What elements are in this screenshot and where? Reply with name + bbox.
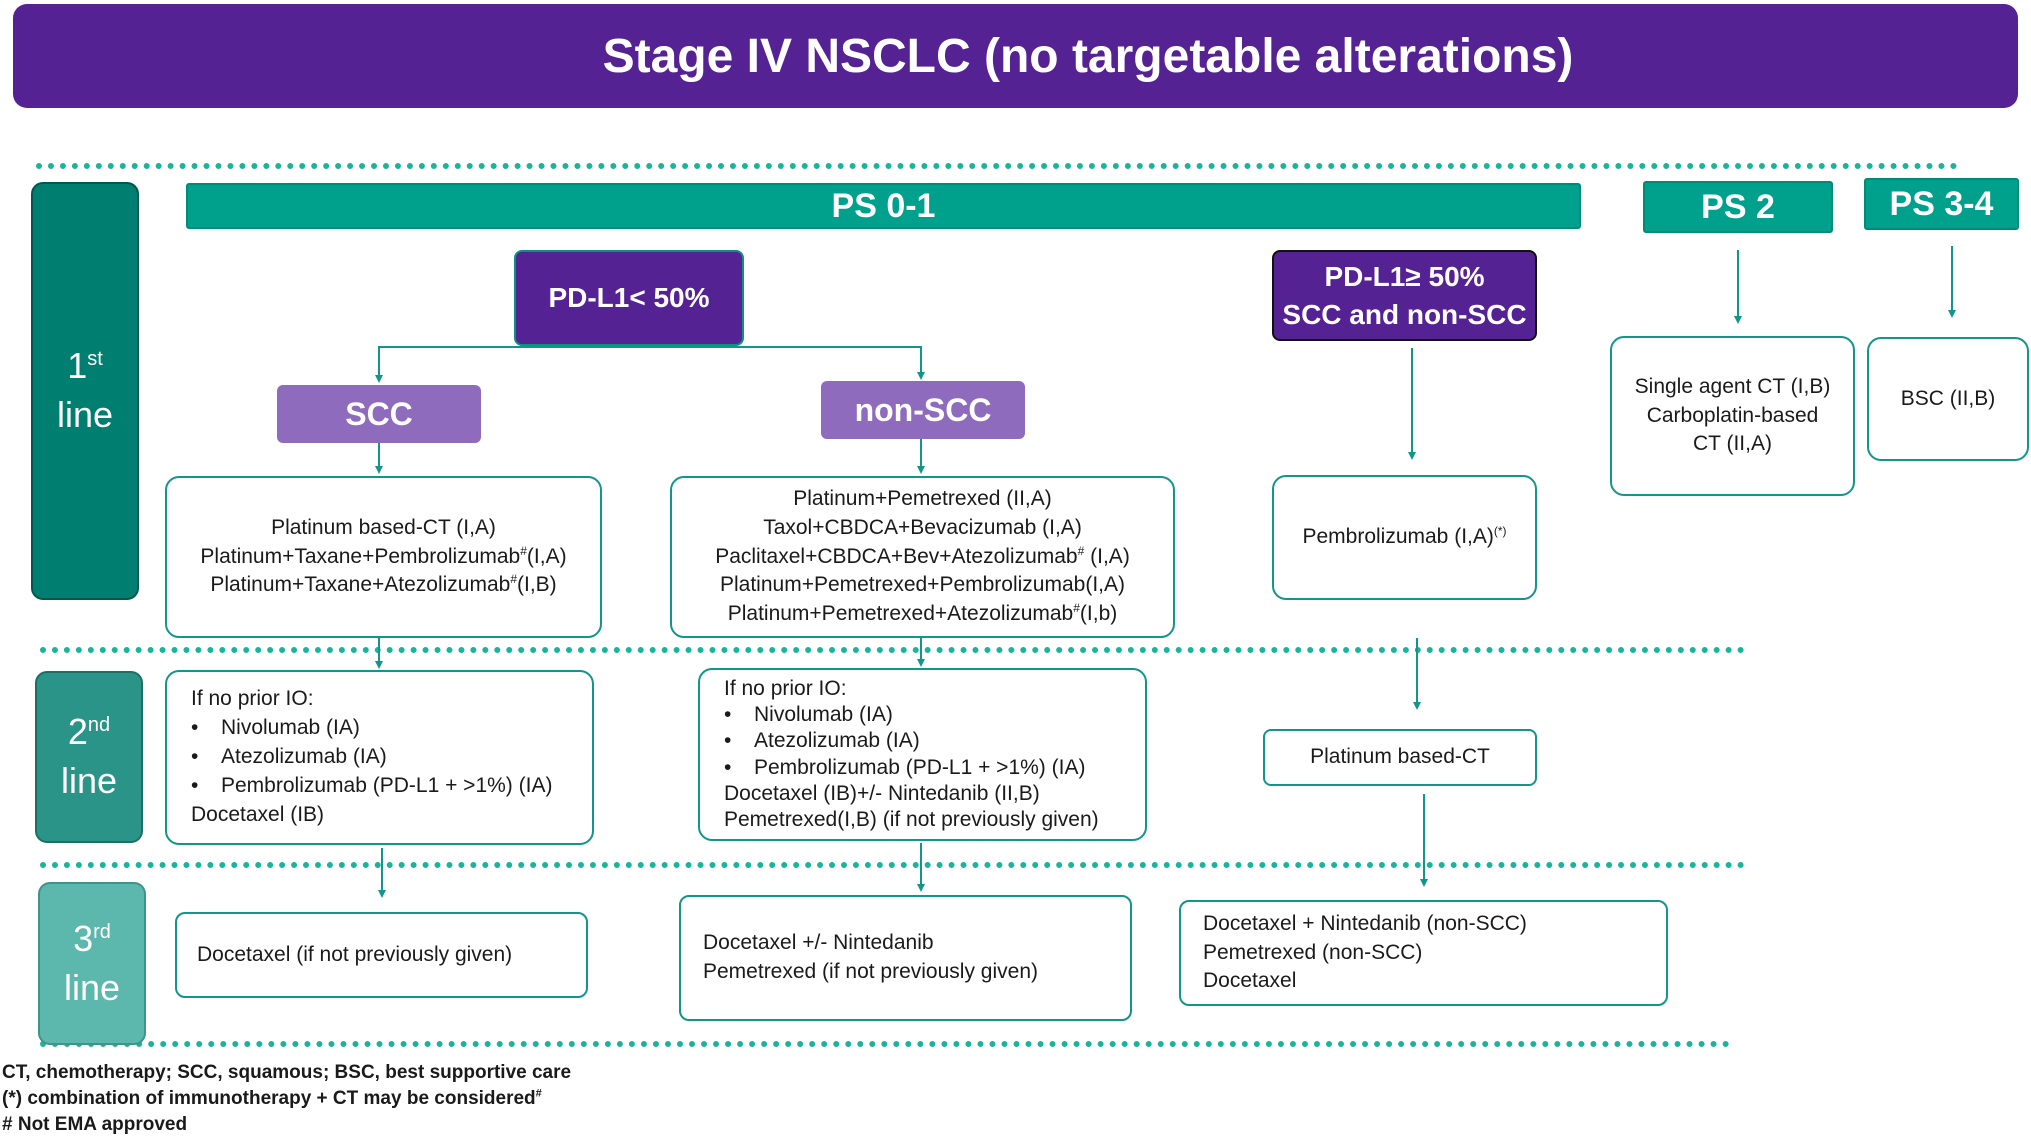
pdl1-high-line2: SCC and non-SCC [1282,298,1527,330]
scc-first-item: Platinum+Taxane+Pembrolizumab#(I,A) [200,543,567,568]
scc-first-item: Platinum+Taxane+Atezolizumab#(I,B) [210,572,557,597]
page-title: Stage IV NSCLC (no targetable alteration… [602,29,1574,83]
pembro-first-line-box: Pembrolizumab (I,A)(*) [1272,475,1537,600]
pdl1-high-line1: PD-L1≥ 50% [1324,260,1485,292]
pembro-third-line-box: Docetaxel + Nintedanib (non-SCC) Pemetre… [1179,900,1668,1006]
ps2-item: CT (II,A) [1693,432,1772,456]
pdl1-high-node: PD-L1≥ 50% SCC and non-SCC [1272,250,1537,341]
title-banner: Stage IV NSCLC (no targetable alteration… [13,4,2018,108]
nonscc-node: non-SCC [821,381,1025,439]
separator-top [36,163,1958,169]
footnote-hash: # Not EMA approved [2,1114,188,1136]
scc-label: SCC [345,395,413,432]
list-item: •Atezolizumab (IA) [191,745,387,769]
separator-1-2 [40,647,1745,653]
scc-second-line-box: If no prior IO: •Nivolumab (IA) •Atezoli… [165,670,594,845]
footnote-star: (*) combination of immunotherapy + CT ma… [2,1087,542,1110]
nonscc-third-item: Pemetrexed (if not previously given) [703,960,1038,983]
list-item: •Nivolumab (IA) [191,716,360,740]
pembro-third-item: Docetaxel + Nintedanib (non-SCC) [1203,911,1527,935]
nonscc-first-item: Platinum+Pemetrexed+Pembrolizumab(I,A) [719,573,1125,597]
scc-second-head: If no prior IO: [191,687,314,711]
scc-third-line-box: Docetaxel (if not previously given) [175,912,588,998]
line-ordinal: st [87,348,103,371]
line-number: 3 [73,917,94,959]
ps2-first-line-box: Single agent CT (I,B) Carboplatin-based … [1610,336,1855,496]
pembro-second-line-box: Platinum based-CT [1263,729,1537,786]
ps-2-header: PS 2 [1643,181,1833,233]
ps34-item: BSC (II,B) [1900,386,1996,410]
scc-first-line-box: Platinum based-CT (I,A) Platinum+Taxane+… [165,476,602,638]
line-word: line [63,966,121,1008]
pembro-second-text: Platinum based-CT [1310,745,1490,769]
nonscc-first-item: Platinum+Pemetrexed+Atezolizumab#(I,b) [727,601,1118,626]
ps-2-label: PS 2 [1701,187,1775,226]
nonscc-first-item: Taxol+CBDCA+Bevacizumab (I,A) [763,515,1082,539]
list-item: •Nivolumab (IA) [724,703,893,726]
scc-node: SCC [277,385,481,443]
list-item: •Atezolizumab (IA) [724,729,920,753]
nonscc-second-line-box: If no prior IO: •Nivolumab (IA) •Atezoli… [698,668,1147,841]
line-number: 2 [67,711,88,753]
ps2-item: Single agent CT (I,B) [1634,374,1831,398]
nonscc-third-line-box: Docetaxel +/- Nintedanib Pemetrexed (if … [679,895,1132,1021]
scc-first-item: Platinum based-CT (I,A) [271,515,496,539]
nonscc-second-tail: Docetaxel (IB)+/- Nintedanib (II,B) [724,781,1040,805]
scc-third-text: Docetaxel (if not previously given) [197,942,513,966]
line-word: line [56,394,114,435]
first-line-label: 1st line [31,182,139,600]
pembro-third-item: Docetaxel [1203,969,1297,993]
nonscc-second-head: If no prior IO: [724,676,847,700]
pembro-first-sup: (*) [1493,524,1507,539]
nonscc-second-tail: Pemetrexed(I,B) (if not previously given… [724,808,1099,831]
ps-0-1-header: PS 0-1 [186,183,1581,229]
pdl1-low-node: PD-L1< 50% [514,250,744,346]
ps34-first-line-box: BSC (II,B) [1867,337,2029,461]
ps-3-4-label: PS 3-4 [1889,184,1994,223]
list-item: •Pembrolizumab (PD-L1 + >1%) (IA) [724,755,1086,779]
separator-bottom [40,1041,1730,1047]
third-line-label: 3rd line [38,882,146,1045]
scc-second-tail: Docetaxel (IB) [191,802,325,826]
line-ordinal: rd [93,920,111,943]
nonscc-third-item: Docetaxel +/- Nintedanib [703,931,934,955]
pembro-first-text: Pembrolizumab (I,A) [1302,525,1494,549]
nonscc-first-item: Platinum+Pemetrexed (II,A) [793,486,1052,510]
pdl1-low-label: PD-L1< 50% [548,282,710,314]
nonscc-first-item: Paclitaxel+CBDCA+Bev+Atezolizumab# (I,A) [715,543,1130,568]
line-ordinal: nd [87,714,111,737]
ps-0-1-label: PS 0-1 [831,186,936,225]
nonscc-first-line-box: Platinum+Pemetrexed (II,A) Taxol+CBDCA+B… [670,476,1175,638]
ps2-item: Carboplatin-based [1646,403,1819,427]
separator-2-3 [40,862,1745,868]
footnote-abbreviations: CT, chemotherapy; SCC, squamous; BSC, be… [2,1062,572,1083]
footnotes: CT, chemotherapy; SCC, squamous; BSC, be… [2,1060,902,1139]
second-line-label: 2nd line [35,671,143,843]
connector-pdl1-split [378,346,922,367]
ps-3-4-header: PS 3-4 [1864,178,2019,230]
list-item: •Pembrolizumab (PD-L1 + >1%) (IA) [191,773,553,797]
pembro-third-item: Pemetrexed (non-SCC) [1203,940,1423,964]
line-number: 1 [67,345,88,387]
nonscc-label: non-SCC [854,391,992,428]
line-word: line [60,760,118,801]
